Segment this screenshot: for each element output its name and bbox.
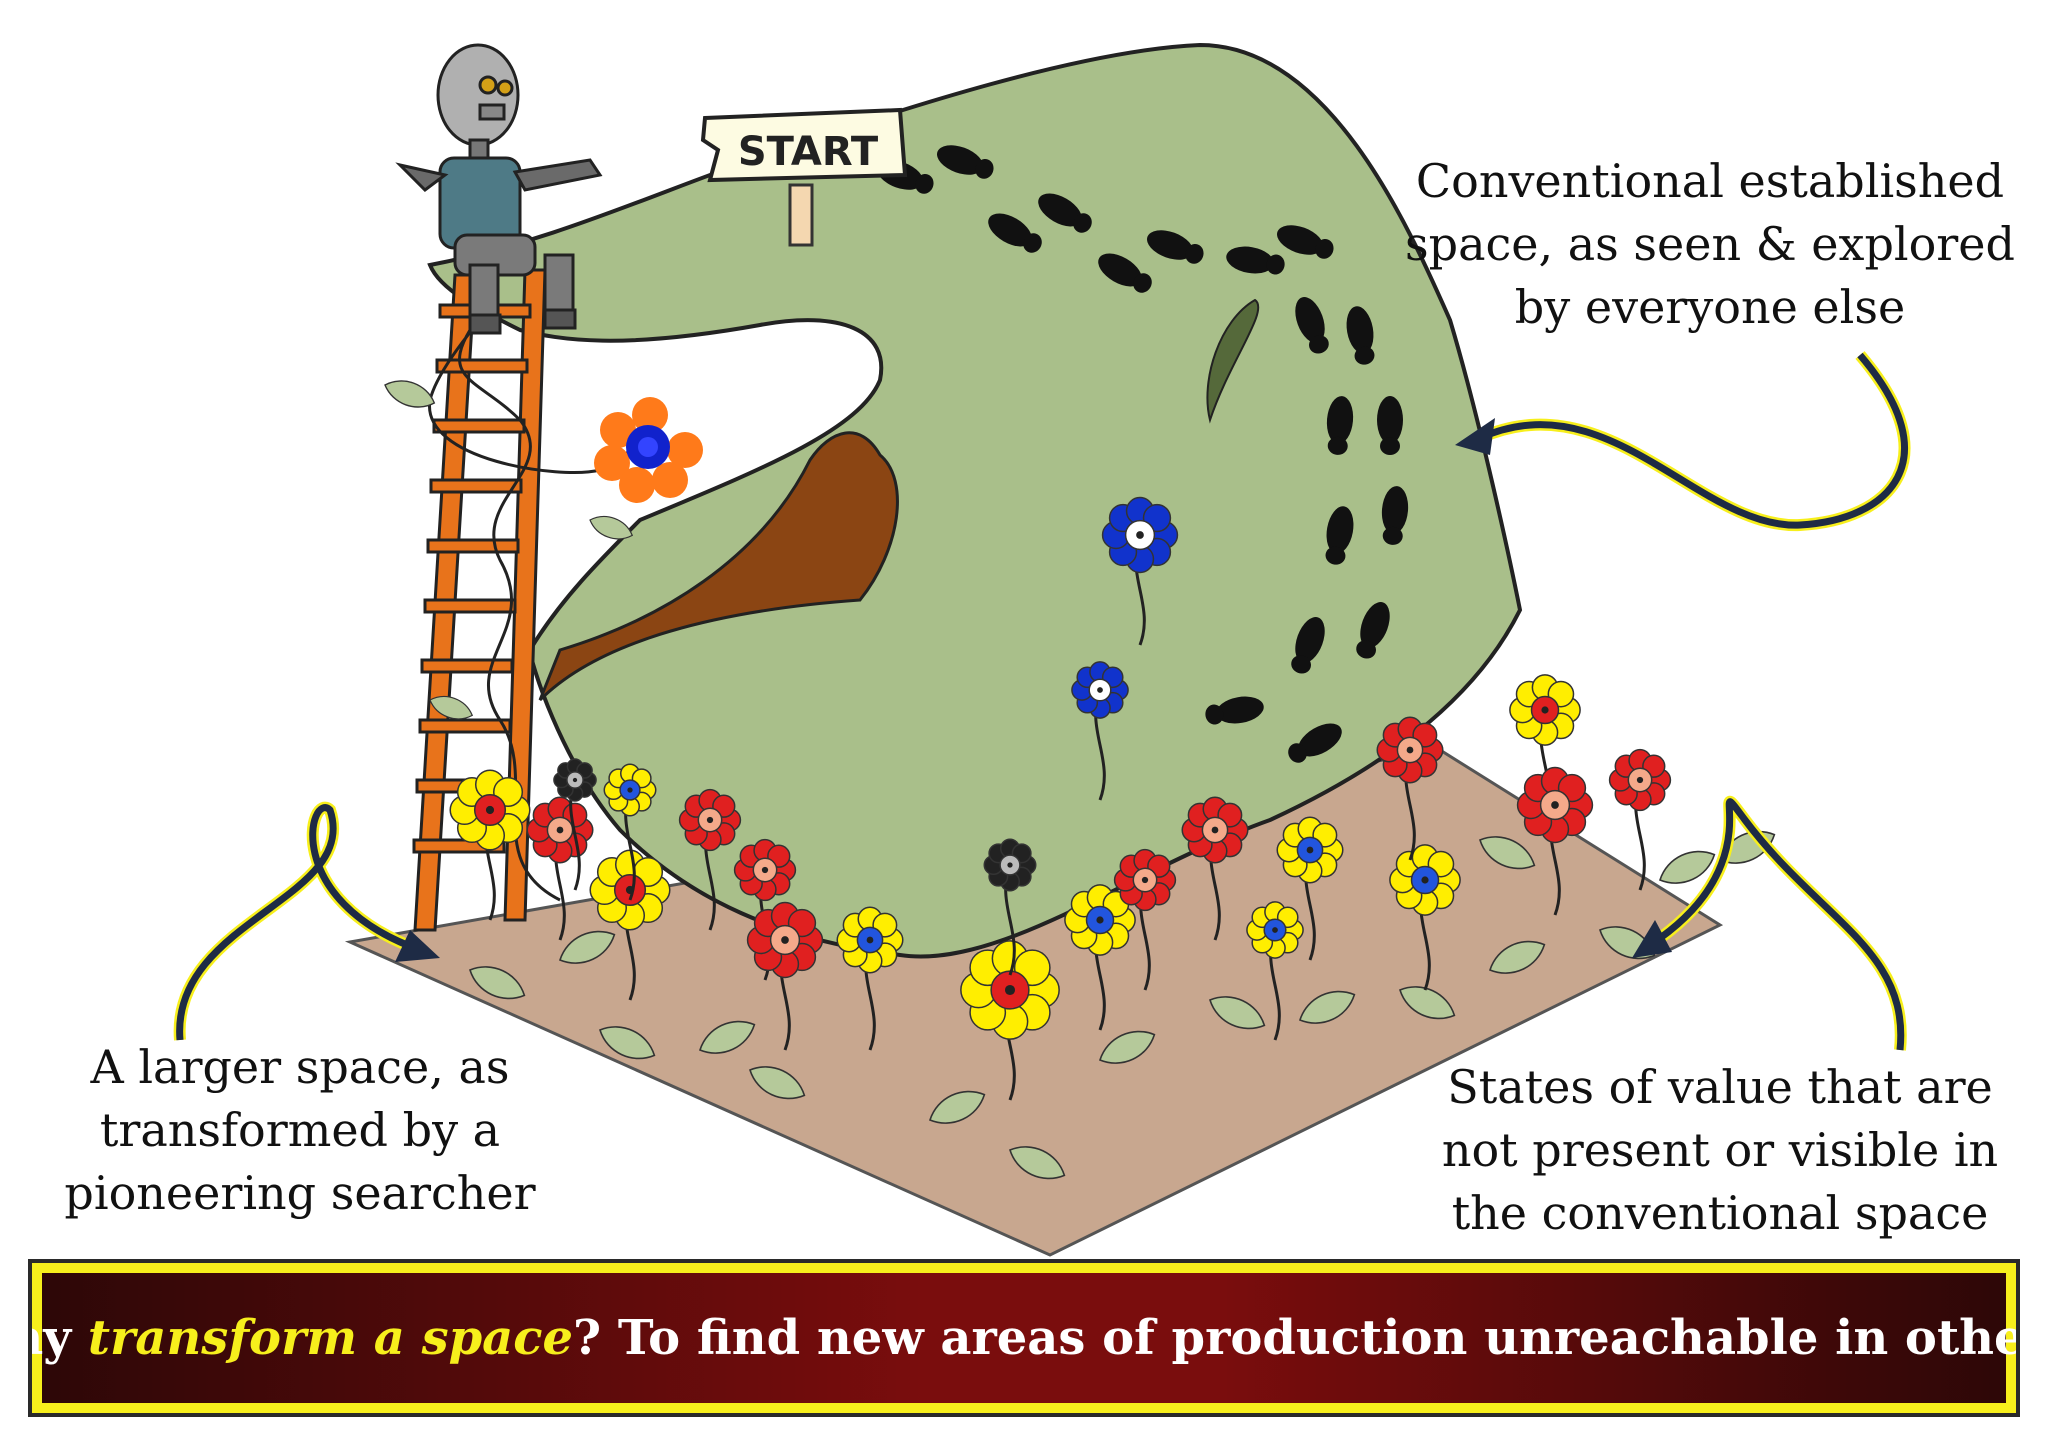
hill-shadow xyxy=(1206,298,1260,424)
start-sign: START xyxy=(700,107,908,247)
hill-underside xyxy=(538,431,899,702)
arrows xyxy=(173,351,1911,1051)
flower xyxy=(1376,716,1444,861)
flower xyxy=(1246,901,1304,1041)
flower xyxy=(1071,661,1129,801)
flower xyxy=(1516,766,1594,916)
states-line-2: not present or visible in xyxy=(1441,1123,1999,1177)
robot xyxy=(395,43,603,335)
flower xyxy=(1608,748,1672,891)
banner-emphasis: transform a space xyxy=(87,1310,574,1366)
flower xyxy=(1389,844,1461,991)
banner-prefix: Why xyxy=(0,1310,72,1366)
flower xyxy=(1509,674,1581,821)
conventional-space-label: Conventional established space, as seen … xyxy=(1380,150,2040,339)
larger-line-3: pioneering searcher xyxy=(64,1166,536,1220)
flower xyxy=(1101,496,1179,646)
conventional-line-1: Conventional established xyxy=(1415,154,2005,208)
conventional-line-2: space, as seen & explored xyxy=(1405,217,2015,271)
states-of-value-label: States of value that are not present or … xyxy=(1400,1056,2040,1245)
flower-orange xyxy=(594,397,703,503)
flower xyxy=(589,849,671,1001)
conventional-line-3: by everyone else xyxy=(1514,280,1906,334)
hill xyxy=(427,42,1523,959)
flower xyxy=(553,758,597,891)
start-sign-label: START xyxy=(738,129,879,175)
flower xyxy=(836,906,904,1051)
states-line-1: States of value that are xyxy=(1447,1060,1993,1114)
flower xyxy=(603,763,657,901)
flower xyxy=(746,901,824,1051)
flower xyxy=(526,796,594,941)
caption-banner: Why transform a space? To find new areas… xyxy=(0,1259,2048,1417)
banner-text: Why transform a space? To find new areas… xyxy=(0,1310,2048,1366)
flower-patch xyxy=(449,496,1781,1189)
flower xyxy=(960,940,1060,1101)
flower xyxy=(1113,848,1177,991)
states-line-3: the conventional space xyxy=(1451,1186,1989,1240)
larger-line-1: A larger space, as xyxy=(90,1040,510,1094)
ladder-vine xyxy=(428,320,642,902)
flower xyxy=(1064,884,1136,1031)
larger-line-2: transformed by a xyxy=(99,1103,501,1157)
flower xyxy=(678,788,742,931)
larger-space-label: A larger space, as transformed by a pion… xyxy=(20,1036,580,1225)
flower xyxy=(983,838,1037,976)
banner-suffix: ? To find new areas of production unreac… xyxy=(573,1310,2048,1366)
flower xyxy=(449,769,531,921)
flower xyxy=(1276,816,1344,961)
flower xyxy=(1181,796,1249,941)
